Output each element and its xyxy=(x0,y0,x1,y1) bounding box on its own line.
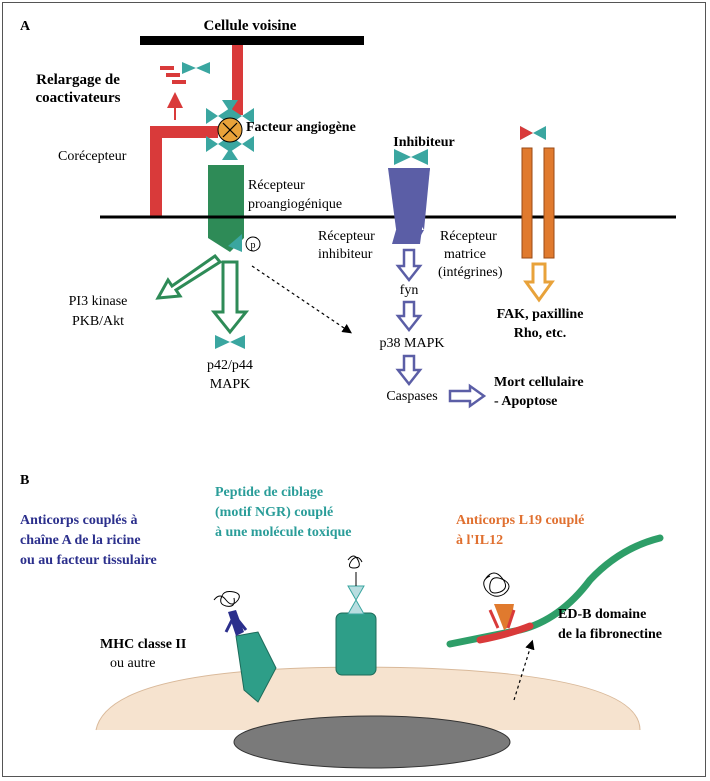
inhib-receptor-label-line2: inhibiteur xyxy=(318,247,373,262)
antibody-label-line2: chaîne A de la ricine xyxy=(20,533,141,548)
p42-label-line1: p42/p44 xyxy=(207,358,253,373)
pi3-label-line1: PI3 kinase xyxy=(69,294,128,309)
mhc-label-line1: MHC classe II xyxy=(100,637,186,652)
panel-a-letter: A xyxy=(20,19,31,34)
inhibitor-bowtie xyxy=(394,149,428,165)
antibody-label-line3: ou au facteur tissulaire xyxy=(20,553,157,568)
release-label-line2: coactivateurs xyxy=(36,90,121,106)
p42-bowtie xyxy=(215,335,245,349)
phospho-label: p xyxy=(251,240,256,251)
peptide-label-line1: Peptide de ciblage xyxy=(215,485,323,500)
panel-b-letter: B xyxy=(20,473,29,488)
fibronectin-strand xyxy=(446,534,664,648)
neighbor-red-stalk xyxy=(232,45,243,115)
neighbor-cell-label: Cellule voisine xyxy=(204,18,297,34)
nucleus xyxy=(233,715,511,769)
death-label-line1: Mort cellulaire xyxy=(494,375,584,390)
angiogenic-factor-label: Facteur angiogène xyxy=(246,120,356,135)
peptide-label-line3: à une molécule toxique xyxy=(215,525,352,540)
dotted-arrow-to-p38 xyxy=(251,265,352,334)
coreceptor-label: Corécepteur xyxy=(58,149,127,164)
arrow-to-pi3k xyxy=(155,253,223,300)
arrow-to-p38 xyxy=(395,300,423,333)
l19-label-line2: à l'IL12 xyxy=(456,533,503,548)
matrix-receptor-label-line3: (intégrines) xyxy=(438,265,503,280)
antibody-label-line1: Anticorps couplés à xyxy=(20,513,137,528)
arrow-to-death xyxy=(448,383,487,409)
arrow-to-fyn xyxy=(395,248,423,283)
proangiogenic-receptor xyxy=(208,165,244,252)
arrow-to-p42 xyxy=(210,260,250,335)
inhibitor-label: Inhibiteur xyxy=(393,135,454,150)
mhc-label-line2: ou autre xyxy=(110,656,155,671)
caspases-label: Caspases xyxy=(386,389,437,404)
inhibitory-receptor-body xyxy=(388,168,430,244)
tumor-cell-membrane xyxy=(95,666,641,731)
fak-label-line1: FAK, paxilline xyxy=(497,307,584,322)
edb-label-line2: de la fibronectine xyxy=(558,627,662,642)
peptide-label-line2: (motif NGR) couplé xyxy=(215,505,333,520)
l19-antibody xyxy=(483,572,516,630)
edb-label-line1: ED-B domaine xyxy=(558,607,646,622)
receptor-label-line1: Récepteur xyxy=(248,178,305,193)
arrow-to-fak xyxy=(523,262,555,303)
inhib-receptor-label-line1: Récepteur xyxy=(318,229,375,244)
fak-label-line2: Rho, etc. xyxy=(514,326,567,341)
ngr-receptor xyxy=(335,555,377,676)
pi3-label-line2: PKB/Akt xyxy=(72,314,124,329)
phospho-group xyxy=(228,234,261,252)
l19-label-line1: Anticorps L19 couplé xyxy=(456,513,584,528)
angiogenic-factor-complex xyxy=(206,100,254,160)
edb-dotted-arrow xyxy=(513,639,535,701)
integrin-receptor xyxy=(520,126,555,259)
p42-label-line2: MAPK xyxy=(210,377,250,392)
matrix-receptor-label-line2: matrice xyxy=(444,247,486,262)
fyn-label: fyn xyxy=(400,283,419,298)
arrow-to-caspases xyxy=(395,354,423,387)
death-label-line2: - Apoptose xyxy=(494,394,557,409)
receptor-label-line2: proangiogénique xyxy=(248,197,342,212)
released-coactivators xyxy=(160,62,210,84)
p38-label: p38 MAPK xyxy=(380,336,445,351)
matrix-receptor-label-line1: Récepteur xyxy=(440,229,497,244)
tumor-cell-body xyxy=(96,667,640,730)
release-label-line1: Relargage de xyxy=(36,72,120,88)
coreceptor-shape xyxy=(150,126,218,217)
mhc-receptor xyxy=(213,591,277,703)
neighbor-cell-bar xyxy=(140,36,364,45)
